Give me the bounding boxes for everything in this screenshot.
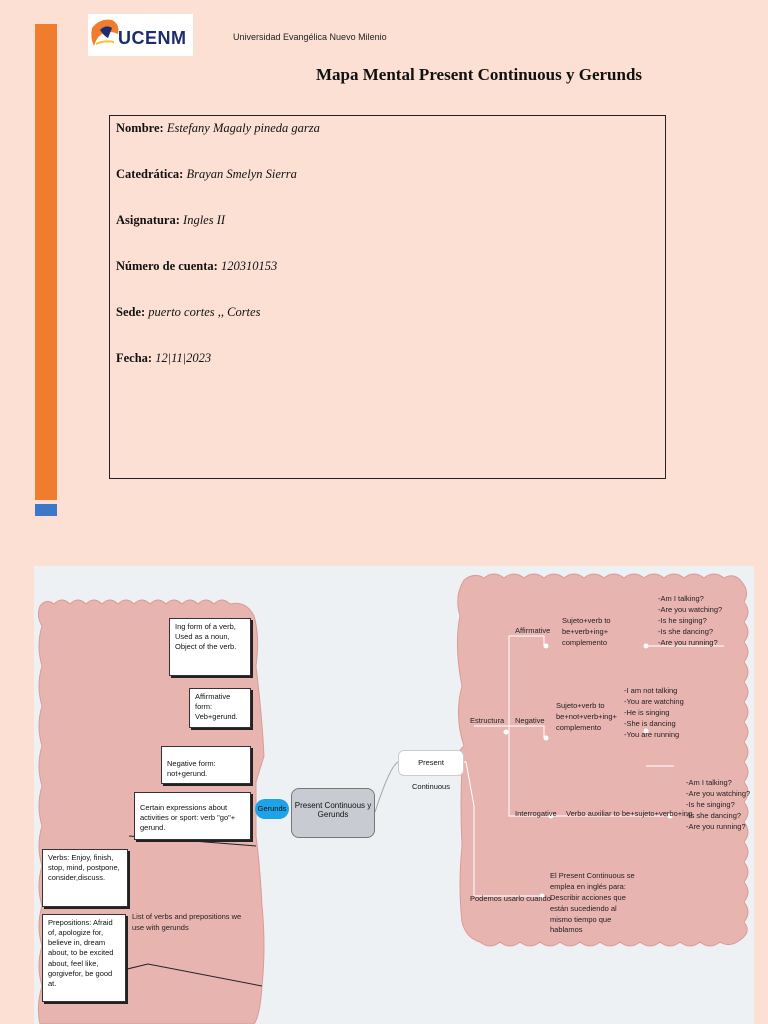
info-catedratica: Catedrática: Brayan Smelyn Sierra [116, 167, 297, 181]
student-info-box: Nombre: Estefany Magaly pineda garza Cat… [109, 115, 666, 479]
info-cuenta: Número de cuenta: 120310153 [116, 259, 278, 273]
center-node: Present Continuous y Gerunds [291, 788, 375, 838]
info-fecha: Fecha: 12|11|2023 [116, 351, 212, 365]
estructura-label: Estructura [470, 716, 505, 725]
usage-text: El Present Continuous se emplea en inglé… [550, 871, 635, 935]
gerund-list-title: List of verbs and prepositions we use wi… [132, 912, 242, 932]
interrogative-label: Interrogative [515, 809, 557, 818]
interrogative-formula: Verbo auxiliar to be+sujeto+verbo+ing [566, 809, 693, 818]
decorative-blue-bar [35, 504, 57, 516]
gerund-prepositions-note: Prepositions: Afraid of, apologize for, … [42, 914, 126, 1002]
negative-label: Negative [515, 716, 545, 725]
gerund-affirmative-note: Affirmative form: Veb+gerund. [189, 688, 251, 728]
logo-text: UCENM [118, 28, 187, 48]
university-logo: UCENM [88, 14, 193, 56]
affirmative-label: Affirmative [515, 626, 551, 635]
ucenm-emblem-icon [91, 19, 119, 46]
affirmative-formula: Sujeto+verb to be+verb+ing+ complemento [562, 616, 611, 647]
usage-label: Podemos usarlo cuando [470, 894, 551, 903]
gerund-verbs-note: Verbs: Enjoy, finish, stop, mind, postpo… [42, 849, 128, 907]
affirmative-examples: -Am I talking? -Are you watching? -Is he… [658, 594, 723, 647]
gerund-negative-note: Negative form: not+gerund. [161, 746, 251, 784]
interrogative-examples: -Am I talking? -Are you watching? -Is he… [686, 778, 751, 831]
mind-map: Ing form of a verb, Used as a noun, Obje… [34, 566, 754, 1024]
negative-examples: -I am not talking -You are watching -He … [624, 686, 684, 739]
gerund-expressions-note: Certain expressions about activities or … [134, 792, 251, 840]
present-continuous-node: Present Continuous [398, 750, 464, 791]
negative-formula: Sujeto+verb to be+not+verb+ing+ compleme… [556, 701, 617, 732]
info-nombre: Nombre: Estefany Magaly pineda garza [116, 121, 320, 135]
info-asignatura: Asignatura: Ingles II [116, 213, 226, 227]
decorative-orange-bar [35, 24, 57, 500]
info-sede: Sede: puerto cortes ,, Cortes [116, 305, 261, 319]
university-name: Universidad Evangélica Nuevo Milenio [233, 32, 387, 42]
document-title: Mapa Mental Present Continuous y Gerunds [316, 65, 643, 84]
gerunds-node: Gerunds [255, 799, 289, 819]
gerund-definition-note: Ing form of a verb, Used as a noun, Obje… [169, 618, 251, 676]
